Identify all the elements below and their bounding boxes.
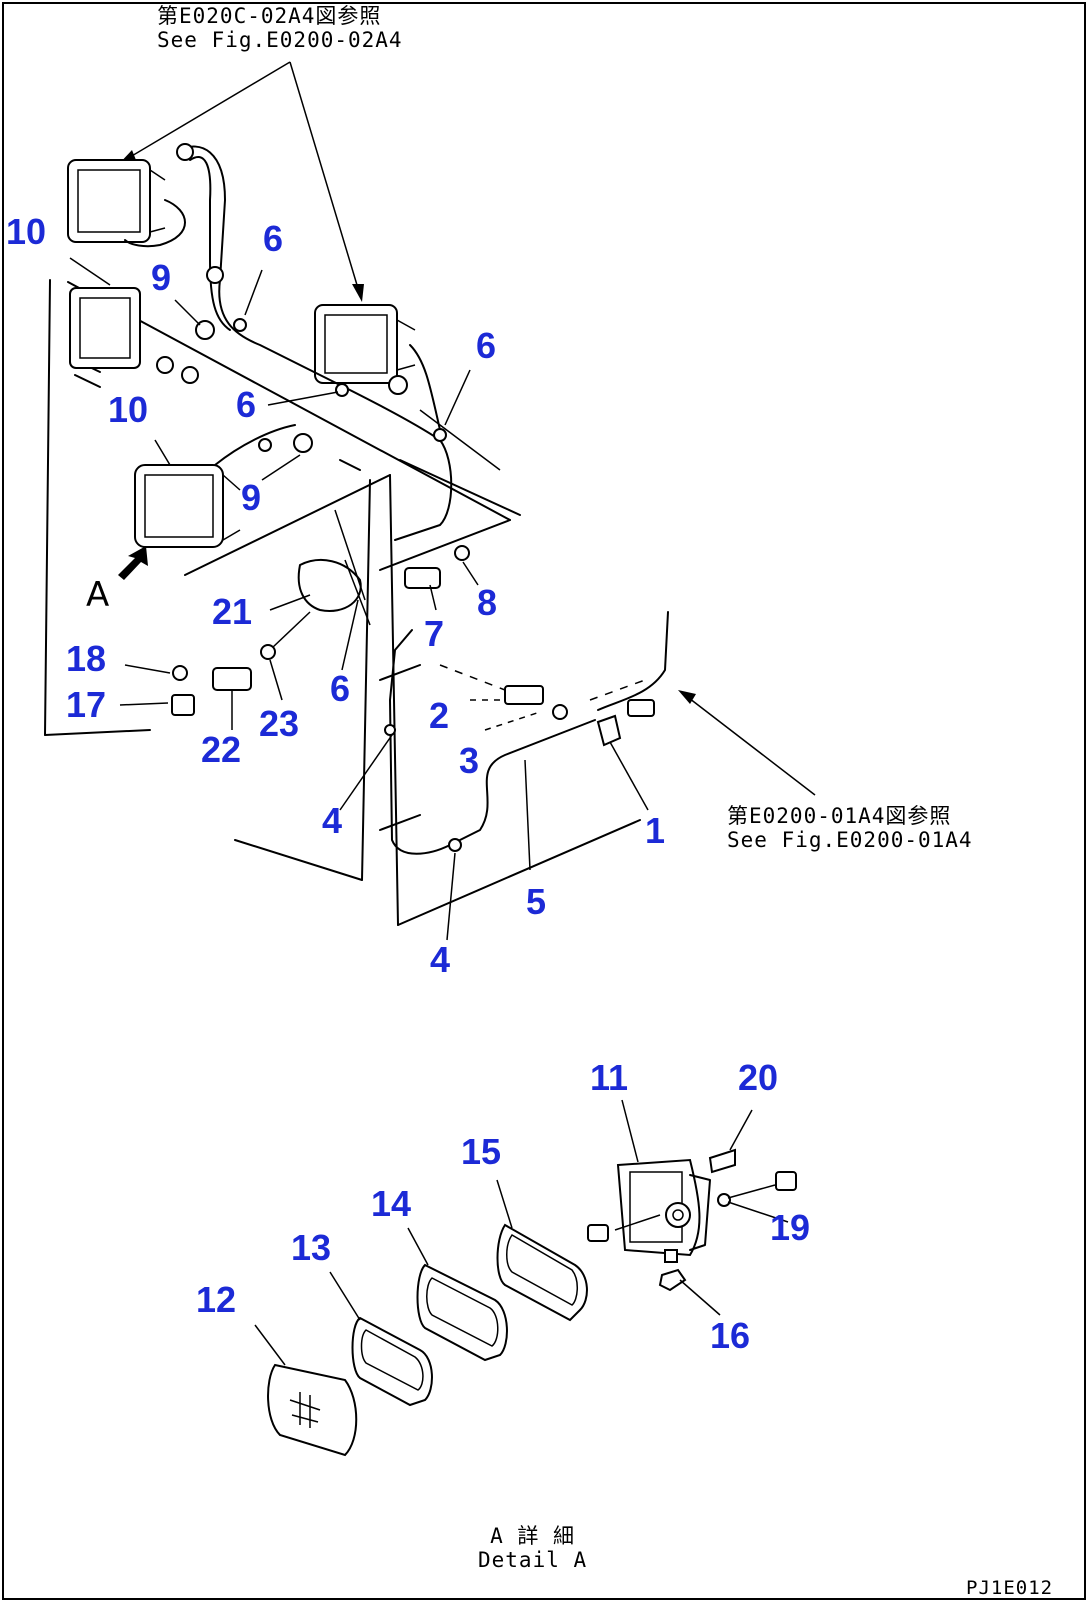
view-arrow xyxy=(118,546,148,580)
callout-17: 17 xyxy=(66,684,107,725)
detail-frame-14 xyxy=(416,1263,508,1362)
callout-5: 5 xyxy=(526,881,547,922)
detail-caption-en: Detail A xyxy=(478,1548,588,1572)
handle-bracket xyxy=(271,509,371,649)
reference-note-right-en: See Fig.E0200-01A4 xyxy=(727,828,973,852)
callout-18: 18 xyxy=(66,638,107,679)
callout-9a: 9 xyxy=(151,257,172,298)
callout-8: 8 xyxy=(477,582,498,623)
callout-4b: 4 xyxy=(430,939,451,980)
detail-gasket-15 xyxy=(496,1223,588,1322)
callout-3: 3 xyxy=(459,740,480,781)
drawing-code: PJ1E012 xyxy=(966,1577,1054,1599)
work-lamp-lower xyxy=(134,464,241,548)
callout-6d: 6 xyxy=(330,668,351,709)
callout-6a: 6 xyxy=(263,218,284,259)
detail-lamp-body xyxy=(587,1148,797,1292)
clamps xyxy=(176,143,462,852)
wiring-harness xyxy=(124,145,669,855)
work-lamp-upper-left xyxy=(67,159,166,243)
callout-2: 2 xyxy=(429,695,450,736)
fasteners xyxy=(171,545,655,747)
view-marker-a: A xyxy=(86,575,110,615)
callout-19: 19 xyxy=(770,1207,811,1248)
callout-4a: 4 xyxy=(322,800,343,841)
work-lamp-left xyxy=(69,287,199,384)
leader-dashes xyxy=(439,664,646,731)
callout-1: 1 xyxy=(645,810,666,851)
callout-13: 13 xyxy=(291,1227,332,1268)
callout-16: 16 xyxy=(710,1315,751,1356)
detail-caption: A 詳 細 Detail A xyxy=(478,1524,587,1572)
callout-10a: 10 xyxy=(6,211,47,252)
callout-9b: 9 xyxy=(241,477,262,518)
callout-6b: 6 xyxy=(476,325,497,366)
reference-note-top-jp: 第E020C-02A4図参照 xyxy=(157,4,382,28)
detail-leaders xyxy=(254,1099,789,1366)
callout-11: 11 xyxy=(590,1057,629,1098)
work-lamp-middle xyxy=(314,304,416,384)
callout-leaders xyxy=(69,257,649,941)
callout-15: 15 xyxy=(461,1131,502,1172)
detail-caption-jp: A 詳 細 xyxy=(490,1524,576,1548)
callout-20: 20 xyxy=(738,1057,779,1098)
callout-22: 22 xyxy=(201,729,242,770)
callout-21: 21 xyxy=(212,591,253,632)
reference-note-right-jp: 第E0200-01A4図参照 xyxy=(727,804,952,828)
callout-6c: 6 xyxy=(236,384,257,425)
reference-note-right: 第E0200-01A4図参照 See Fig.E0200-01A4 xyxy=(727,804,973,852)
callout-7: 7 xyxy=(424,613,445,654)
detail-lens-12 xyxy=(267,1363,358,1457)
callout-14: 14 xyxy=(371,1183,412,1224)
reference-arrows xyxy=(118,61,816,796)
callout-10b: 10 xyxy=(108,389,149,430)
callout-23: 23 xyxy=(259,703,300,744)
reference-note-top: 第E020C-02A4図参照 See Fig.E0200-02A4 xyxy=(157,4,403,52)
callout-12: 12 xyxy=(196,1279,237,1320)
reference-note-top-en: See Fig.E0200-02A4 xyxy=(157,28,403,52)
detail-gasket-13 xyxy=(351,1316,433,1407)
